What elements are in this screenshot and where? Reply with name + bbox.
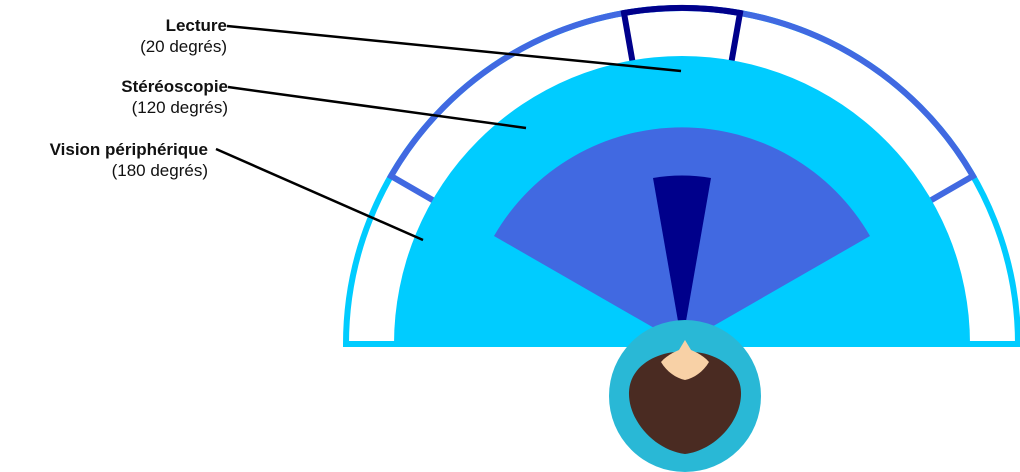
label-peripheral: Vision périphérique (180 degrés) [50, 139, 208, 181]
label-peripheral-degrees: (180 degrés) [50, 160, 208, 181]
label-reading-degrees: (20 degrés) [140, 36, 227, 57]
head-top-view-icon [609, 320, 761, 472]
label-stereo-degrees: (120 degrés) [121, 97, 228, 118]
label-stereo: Stéréoscopie (120 degrés) [121, 76, 228, 118]
label-peripheral-name: Vision périphérique [50, 139, 208, 160]
label-reading-name: Lecture [140, 15, 227, 36]
label-reading: Lecture (20 degrés) [140, 15, 227, 57]
label-stereo-name: Stéréoscopie [121, 76, 228, 97]
